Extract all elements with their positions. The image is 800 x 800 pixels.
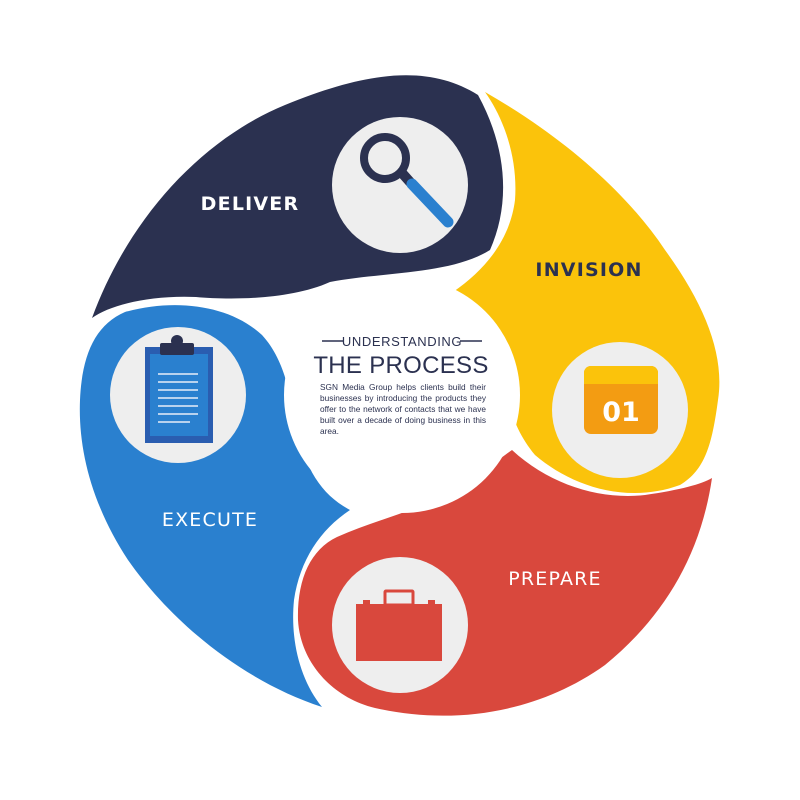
execute-label: EXECUTE (162, 509, 258, 531)
briefcase-icon (356, 589, 442, 661)
invision-label: INVISION (535, 259, 642, 281)
deliver-icon-disc (332, 117, 468, 253)
magnifying-glass-icon (360, 133, 454, 228)
calendar-icon: 01 (584, 366, 658, 434)
center-disc (284, 277, 520, 513)
deliver-label: DELIVER (201, 193, 300, 215)
calendar-number: 01 (602, 397, 640, 428)
center-title: THE PROCESS (313, 352, 488, 379)
center-eyebrow: UNDERSTANDING (342, 334, 462, 349)
center-description: SGN Media Group helps clients build thei… (320, 382, 486, 436)
clipboard-icon (145, 335, 213, 443)
prepare-label: PREPARE (508, 568, 602, 590)
